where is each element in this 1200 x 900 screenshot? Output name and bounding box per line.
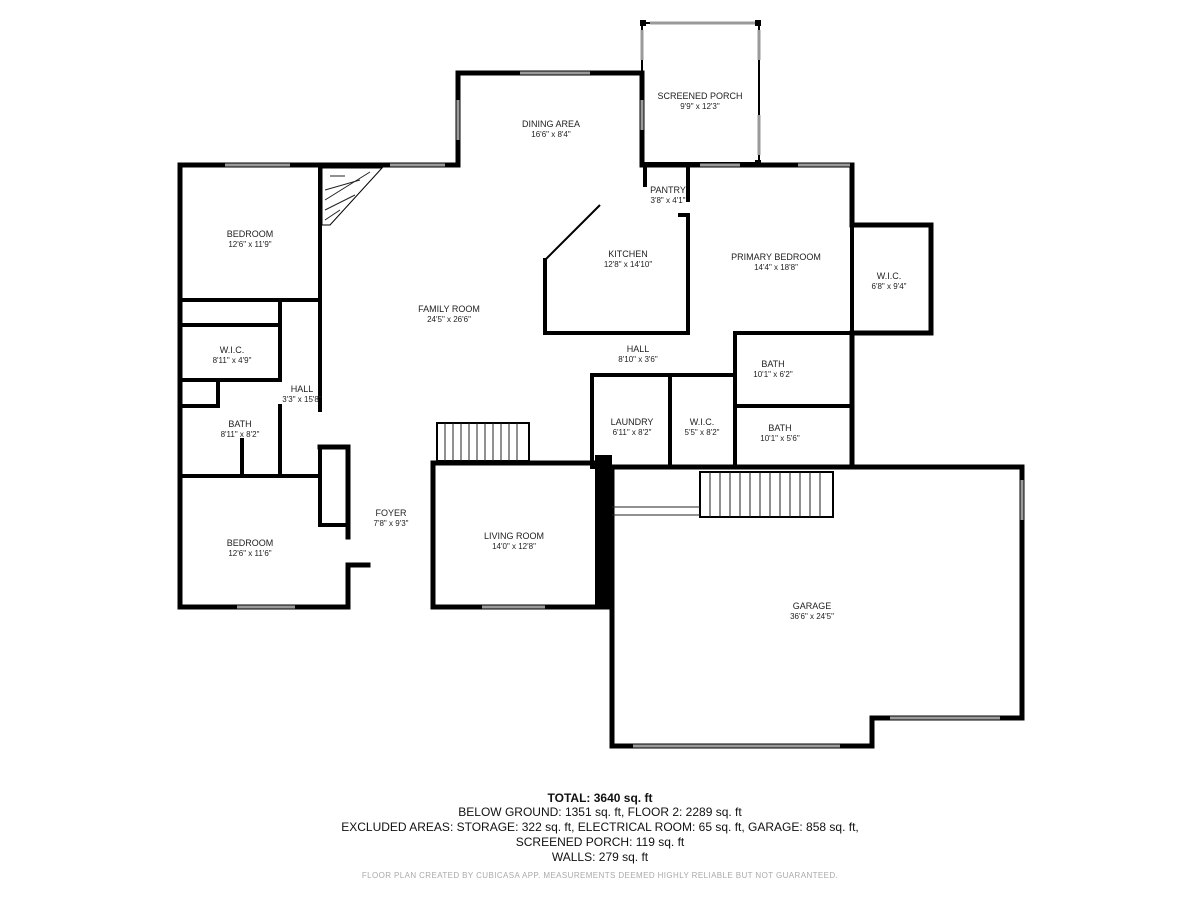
bath-west-label: BATH bbox=[228, 419, 251, 429]
laundry-dimensions: 6'11" x 8'2" bbox=[613, 428, 652, 437]
wic-center-label: W.I.C. bbox=[690, 417, 715, 427]
living-room-label: LIVING ROOM bbox=[484, 531, 544, 541]
area-breakdown-line-3: SCREENED PORCH: 119 sq. ft bbox=[515, 835, 685, 849]
wic-center-dimensions: 5'5" x 8'2" bbox=[685, 428, 720, 437]
bedroom-1-label: BEDROOM bbox=[227, 229, 274, 239]
disclaimer-credit: FLOOR PLAN CREATED BY CUBICASA APP. MEAS… bbox=[361, 871, 839, 880]
stairs-garage bbox=[612, 471, 834, 518]
family-room-dimensions: 24'5" x 26'6" bbox=[427, 315, 471, 324]
primary-bedroom-dimensions: 14'4" x 18'8" bbox=[754, 263, 798, 272]
primary-bedroom-label: PRIMARY BEDROOM bbox=[731, 252, 821, 262]
bedroom-2-dimensions: 12'6" x 11'6" bbox=[228, 549, 271, 558]
foyer-label: FOYER bbox=[375, 508, 407, 518]
kitchen-label: KITCHEN bbox=[608, 249, 648, 259]
area-breakdown-line-4: WALLS: 279 sq. ft bbox=[551, 850, 649, 864]
bedroom-1-dimensions: 12'6" x 11'9" bbox=[228, 240, 271, 249]
area-breakdown-line-2: EXCLUDED AREAS: STORAGE: 322 sq. ft, ELE… bbox=[341, 820, 859, 834]
hall-kitchen-label: HALL bbox=[627, 344, 650, 354]
windows bbox=[225, 71, 1024, 748]
family-room-label: FAMILY ROOM bbox=[418, 304, 480, 314]
living-room-dimensions: 14'0" x 12'8" bbox=[492, 542, 536, 551]
bath-west-dimensions: 8'11" x 8'2" bbox=[221, 430, 260, 439]
hall-west-label: HALL bbox=[291, 384, 314, 394]
wic-west-dimensions: 8'11" x 4'9" bbox=[213, 356, 252, 365]
garage-dimensions: 36'6" x 24'5" bbox=[790, 612, 834, 621]
dining-area-dimensions: 16'6" x 8'4" bbox=[531, 130, 571, 139]
dining-area-label: DINING AREA bbox=[522, 119, 580, 129]
pantry-dimensions: 3'8" x 4'1" bbox=[651, 196, 686, 205]
bath-primary-dimensions: 10'1" x 6'2" bbox=[753, 370, 793, 379]
hall-kitchen-dimensions: 8'10" x 3'6" bbox=[618, 355, 658, 364]
screened-porch-dimensions: 9'9" x 12'3" bbox=[680, 102, 720, 111]
hall-west-dimensions: 3'3" x 15'8" bbox=[282, 395, 322, 404]
wic-west-label: W.I.C. bbox=[220, 345, 245, 355]
stairs-living-room bbox=[436, 422, 530, 462]
screened-porch-label: SCREENED PORCH bbox=[657, 91, 742, 101]
exterior-walls bbox=[177, 70, 1025, 749]
room-labels: SCREENED PORCH 9'9" x 12'3" DINING AREA … bbox=[213, 91, 907, 621]
bath-primary-label: BATH bbox=[761, 359, 784, 369]
kitchen-dimensions: 12'8" x 14'10" bbox=[604, 260, 652, 269]
area-breakdown-line-1: BELOW GROUND: 1351 sq. ft, FLOOR 2: 2289… bbox=[458, 805, 742, 819]
stairs-family-room bbox=[321, 167, 384, 226]
interior-walls bbox=[178, 163, 854, 607]
total-area: TOTAL: 3640 sq. ft bbox=[547, 791, 653, 805]
pantry-label: PANTRY bbox=[650, 185, 686, 195]
screened-porch-structure bbox=[640, 20, 761, 166]
wic-primary-dimensions: 6'8" x 9'4" bbox=[872, 282, 907, 291]
bedroom-2-label: BEDROOM bbox=[227, 538, 274, 548]
wic-primary-label: W.I.C. bbox=[877, 271, 902, 281]
bath-center-label: BATH bbox=[768, 423, 791, 433]
foyer-dimensions: 7'8" x 9'3" bbox=[374, 519, 409, 528]
garage-label: GARAGE bbox=[793, 601, 832, 611]
bath-center-dimensions: 10'1" x 5'6" bbox=[760, 434, 800, 443]
laundry-label: LAUNDRY bbox=[611, 417, 654, 427]
